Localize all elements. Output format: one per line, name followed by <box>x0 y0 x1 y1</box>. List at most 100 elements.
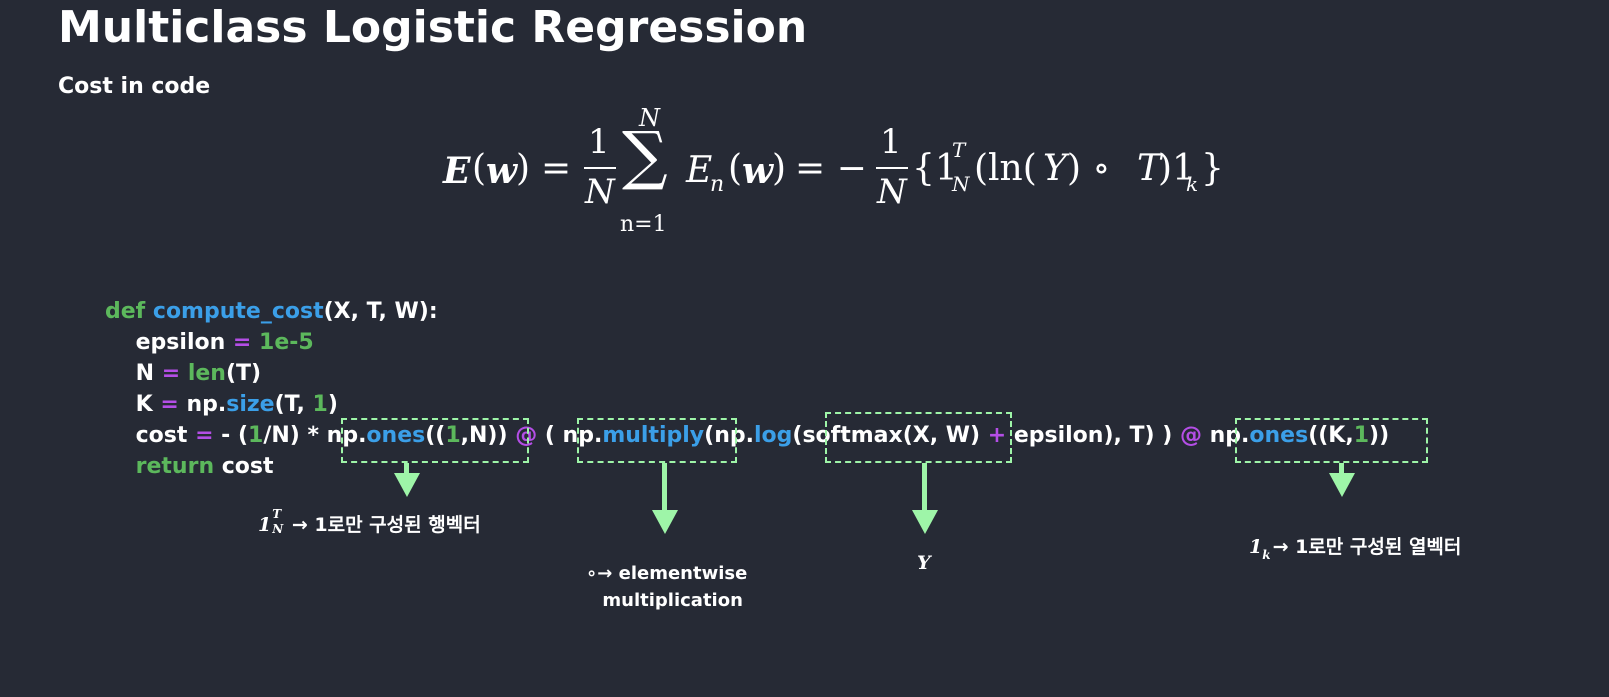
eq-frac2-den: N <box>877 172 907 212</box>
eq-lhs-open: ( <box>472 148 487 189</box>
eq-lhs-w: w <box>486 150 517 192</box>
eq-equals-minus: = − <box>795 148 867 189</box>
code-text <box>105 454 136 479</box>
annotation-ones-row-text: → 1로만 구성된 행벡터 <box>285 514 481 536</box>
code-text: (( <box>425 423 446 448</box>
code-operator: = <box>195 423 222 448</box>
code-text: - ( <box>221 423 249 448</box>
code-function: ones <box>366 423 426 448</box>
code-function: ones <box>1249 423 1309 448</box>
code-text: (T, <box>274 392 313 417</box>
code-text: (T) <box>225 361 262 386</box>
annotation-ones-row-sub: N <box>272 522 284 536</box>
eq-brace-close: } <box>1201 148 1224 189</box>
code-text: epsilon <box>105 330 233 355</box>
eq-En: E <box>686 150 713 191</box>
code-number: 1 <box>248 423 264 448</box>
code-number: 1 <box>1353 423 1370 448</box>
code-text: N <box>105 361 162 386</box>
eq-sum-bottom: n=1 <box>620 212 667 237</box>
eq-T: T <box>1137 148 1162 189</box>
eq-frac2-num: 1 <box>880 122 902 162</box>
highlight-box-ones-col <box>1235 418 1428 463</box>
arrow-ones-row-shaft <box>404 463 409 473</box>
arrow-softmax-shaft <box>922 463 927 511</box>
code-line-cost: cost = - (1/N) * np.ones((1,N)) @ ( np.m… <box>105 420 1390 452</box>
code-text: np. <box>186 392 227 417</box>
code-text: ) <box>327 392 338 417</box>
eq-one-sup: T <box>952 138 966 162</box>
eq-frac1-num: 1 <box>588 122 610 162</box>
code-text: ( np. <box>537 423 603 448</box>
code-line-return: return cost <box>105 451 274 483</box>
arrow-ones-col-shaft <box>1339 463 1344 473</box>
annotation-ones-col-one: 1 <box>1249 536 1263 558</box>
slide-title: Multiclass Logistic Regression <box>58 2 808 53</box>
code-line-epsilon: epsilon = 1e-5 <box>105 327 314 359</box>
slide-subtitle: Cost in code <box>58 74 211 99</box>
highlight-box-multiply <box>577 418 737 463</box>
eq-lhs-E: E <box>443 150 471 192</box>
highlight-box-softmax <box>825 412 1012 463</box>
code-keyword-return: return <box>135 454 215 479</box>
eq-En-sub: n <box>710 172 725 197</box>
code-operator: @ <box>1179 423 1202 448</box>
code-builtin: len <box>187 361 226 386</box>
eq-ln: (ln( <box>974 148 1037 189</box>
eq-En-w: w <box>742 150 773 192</box>
code-line-def: def compute_cost(X, T, W): <box>105 296 438 328</box>
code-text: (softmax(X, W) <box>792 423 988 448</box>
code-number: 1 <box>312 392 328 417</box>
eq-frac1-bar <box>584 167 616 169</box>
arrow-multiply-shaft <box>662 463 667 511</box>
code-text: ((K, <box>1308 423 1354 448</box>
annotation-circ: ∘→ elementwise multiplication <box>586 560 747 614</box>
eq-k-sub: k <box>1186 172 1199 196</box>
code-text: )) <box>1369 423 1390 448</box>
code-params: (X, T, W): <box>323 299 438 324</box>
code-number: 1e-5 <box>259 330 314 355</box>
code-function: log <box>753 423 793 448</box>
code-operator: + <box>987 423 1007 448</box>
annotation-ones-col-sub: k <box>1262 548 1271 562</box>
code-text: epsilon), T) ) <box>1006 423 1180 448</box>
code-keyword-def: def <box>105 299 153 324</box>
annotation-ones-row-sup: T <box>272 507 282 521</box>
annotation-ones-col-text: → 1로만 구성된 열벡터 <box>1272 536 1462 558</box>
code-line-K: K = np.size(T, 1) <box>105 389 338 421</box>
arrow-ones-col-head <box>1329 473 1355 497</box>
code-operator: = <box>161 361 188 386</box>
code-function: multiply <box>602 423 705 448</box>
code-number: 1 <box>445 423 461 448</box>
eq-En-open: ( <box>728 148 743 189</box>
arrow-ones-row-head <box>394 473 420 497</box>
code-operator: = <box>160 392 187 417</box>
code-line-N: N = len(T) <box>105 358 261 390</box>
eq-En-close: ) <box>772 148 787 189</box>
code-block: def compute_cost(X, T, W): epsilon = 1e-… <box>105 296 1505 496</box>
annotation-Y: Y <box>917 552 931 574</box>
code-text: K <box>105 392 161 417</box>
code-text: ,N)) <box>460 423 516 448</box>
annotation-ones-col: 1k→ 1로만 구성된 열벡터 <box>1249 532 1462 562</box>
code-text: np. <box>1201 423 1250 448</box>
code-function: size <box>226 392 275 417</box>
code-text: (np. <box>704 423 754 448</box>
eq-frac1-den: N <box>585 172 615 212</box>
arrow-softmax-head <box>912 510 938 534</box>
code-operator: = <box>232 330 260 355</box>
eq-sum-top: N <box>639 104 660 132</box>
code-text: cost <box>105 423 196 448</box>
eq-Y: Y <box>1043 148 1067 189</box>
eq-sum-symbol: ∑ <box>622 119 668 193</box>
eq-brace-open: {1 <box>912 148 958 189</box>
annotation-circ-line1: ∘→ elementwise <box>586 563 748 584</box>
annotation-ones-row-one: 1 <box>258 514 272 536</box>
highlight-box-ones-row <box>341 418 529 463</box>
eq-frac2-bar <box>876 167 908 169</box>
eq-one-sub: N <box>952 172 970 196</box>
eq-lhs-close: ) <box>516 148 531 189</box>
code-operator: @ <box>515 423 538 448</box>
eq-equals-1: = <box>541 148 572 189</box>
